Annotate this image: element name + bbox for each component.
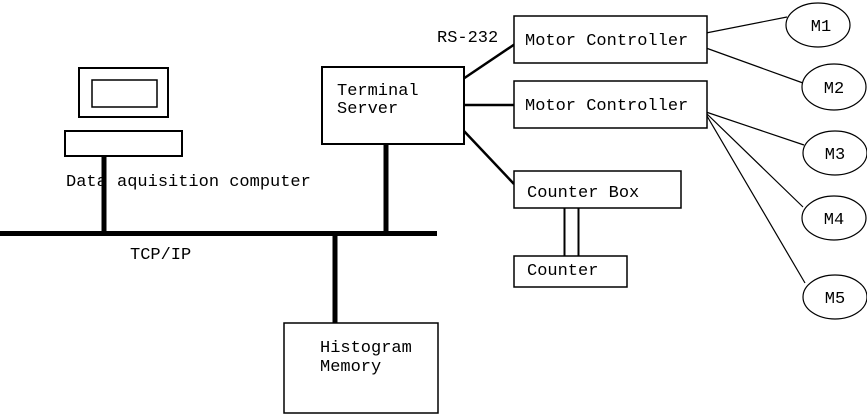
terminal-server-label-line2: Server [337, 100, 398, 119]
rs-232-label: RS-232 [437, 29, 498, 48]
motor-controller-2-box [513, 80, 708, 129]
motor-m4 [801, 195, 867, 241]
motor-m1-label: M1 [811, 18, 831, 37]
monitor-screen [91, 79, 158, 108]
motor-m1 [785, 2, 851, 48]
histogram-memory-label-line2: Memory [320, 358, 381, 377]
edge-motor-controller-1-to-m1 [705, 16, 788, 34]
counter-box-box [513, 170, 682, 209]
terminal-server-label-line1: Terminal [337, 82, 419, 101]
motor-m2-label: M2 [824, 80, 844, 99]
motor-controller-1-box [513, 15, 708, 64]
motor-m5-label: M5 [825, 290, 845, 309]
edge-terminal-server-to-motor-controller-1 [462, 42, 516, 81]
counter-box-label: Counter Box [527, 184, 639, 203]
edge-motor-controller-1-to-m2 [705, 47, 804, 84]
edge-motor-controller-2-to-m4 [706, 113, 804, 208]
counter-box-small [513, 255, 628, 288]
computer-keyboard [64, 130, 183, 157]
motor-controller-2-label: Motor Controller [525, 97, 688, 116]
counter-label: Counter [527, 262, 598, 281]
motor-m3-label: M3 [825, 146, 845, 165]
motor-m5 [802, 274, 867, 320]
edge-motor-controller-2-to-m3 [705, 111, 805, 146]
computer-label: Data aquisition computer [66, 173, 311, 192]
terminal-server-box [321, 66, 465, 145]
motor-controller-1-label: Motor Controller [525, 32, 688, 51]
motor-m2 [801, 63, 867, 111]
edge-terminal-server-to-counter-box [462, 129, 515, 185]
motor-m3 [802, 130, 867, 176]
histogram-memory-box [283, 322, 439, 414]
motor-m4-label: M4 [824, 211, 844, 230]
tcp-ip-label: TCP/IP [130, 246, 191, 265]
histogram-memory-label-line1: Histogram [320, 339, 412, 358]
edge-motor-controller-2-to-m5 [706, 115, 806, 284]
